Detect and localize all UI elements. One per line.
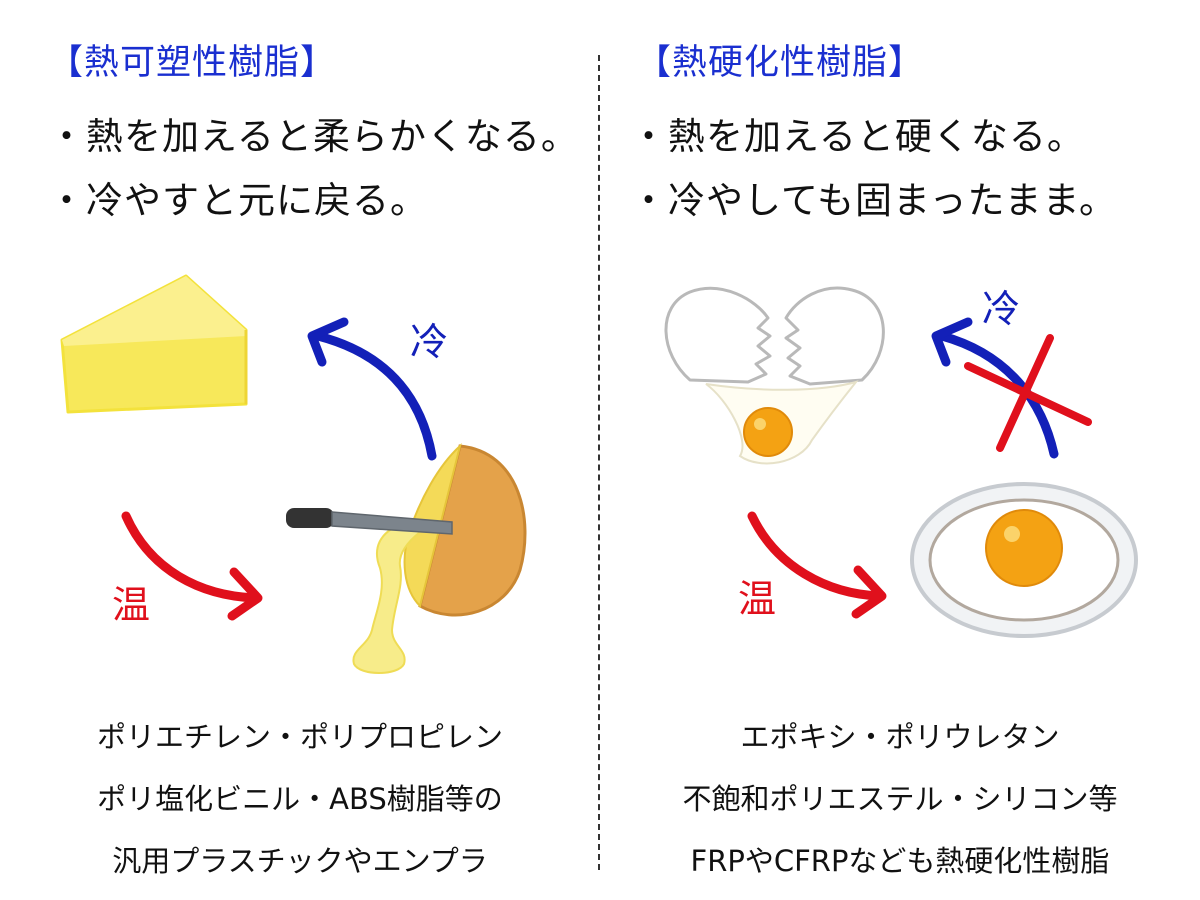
raclette-cheese-icon xyxy=(352,443,527,674)
thermoplastic-example-1: ポリエチレン・ポリプロピレン xyxy=(96,720,503,754)
thermoplastic-panel: 【熱可塑性樹脂】 ・熱を加えると柔らかくなる。 ・冷やすと元に戻る。 冷 温 xyxy=(48,43,579,878)
warm-arrow-icon xyxy=(121,511,263,621)
knife-icon xyxy=(286,508,453,535)
thermoplastic-example-2: ポリ塩化ビニル・ABS樹脂等の xyxy=(97,782,503,816)
cracked-egg-icon xyxy=(664,286,885,465)
thermoset-illustration: 冷 温 xyxy=(664,286,1138,638)
thermoplastic-bullet-1: ・熱を加えると柔らかくなる。 xyxy=(48,115,579,158)
cold-label: 冷 xyxy=(410,320,448,364)
thermoplastic-bullet-2: ・冷やすと元に戻る。 xyxy=(48,179,428,222)
cheese-wedge-icon xyxy=(60,274,248,414)
thermoset-heading: 【熱硬化性樹脂】 xyxy=(636,43,925,83)
thermoplastic-illustration: 冷 温 xyxy=(60,274,527,674)
cold-label-right: 冷 xyxy=(982,287,1020,331)
warm-arrow-icon-right xyxy=(747,511,887,619)
cross-mark-icon xyxy=(964,334,1092,452)
warm-label-right: 温 xyxy=(738,577,776,621)
thermoset-example-2: 不飽和ポリエステル・シリコン等 xyxy=(682,782,1118,816)
cold-arrow-icon xyxy=(307,317,437,461)
warm-label: 温 xyxy=(112,583,150,627)
cold-arrow-icon-right xyxy=(931,317,1059,459)
thermoset-example-3: FRPやCFRPなども熱硬化性樹脂 xyxy=(690,844,1110,878)
thermoset-example-1: エポキシ・ポリウレタン xyxy=(740,720,1060,754)
thermoplastic-example-3: 汎用プラスチックやエンプラ xyxy=(112,844,488,878)
fried-egg-plate-icon xyxy=(910,482,1138,638)
thermoset-bullet-1: ・熱を加えると硬くなる。 xyxy=(630,115,1085,158)
thermoplastic-heading: 【熱可塑性樹脂】 xyxy=(48,43,337,83)
thermoset-panel: 【熱硬化性樹脂】 ・熱を加えると硬くなる。 ・冷やしても固まったまま。 冷 温 xyxy=(600,0,1200,900)
thermoset-bullet-2: ・冷やしても固まったまま。 xyxy=(630,179,1117,222)
center-divider xyxy=(598,55,600,870)
